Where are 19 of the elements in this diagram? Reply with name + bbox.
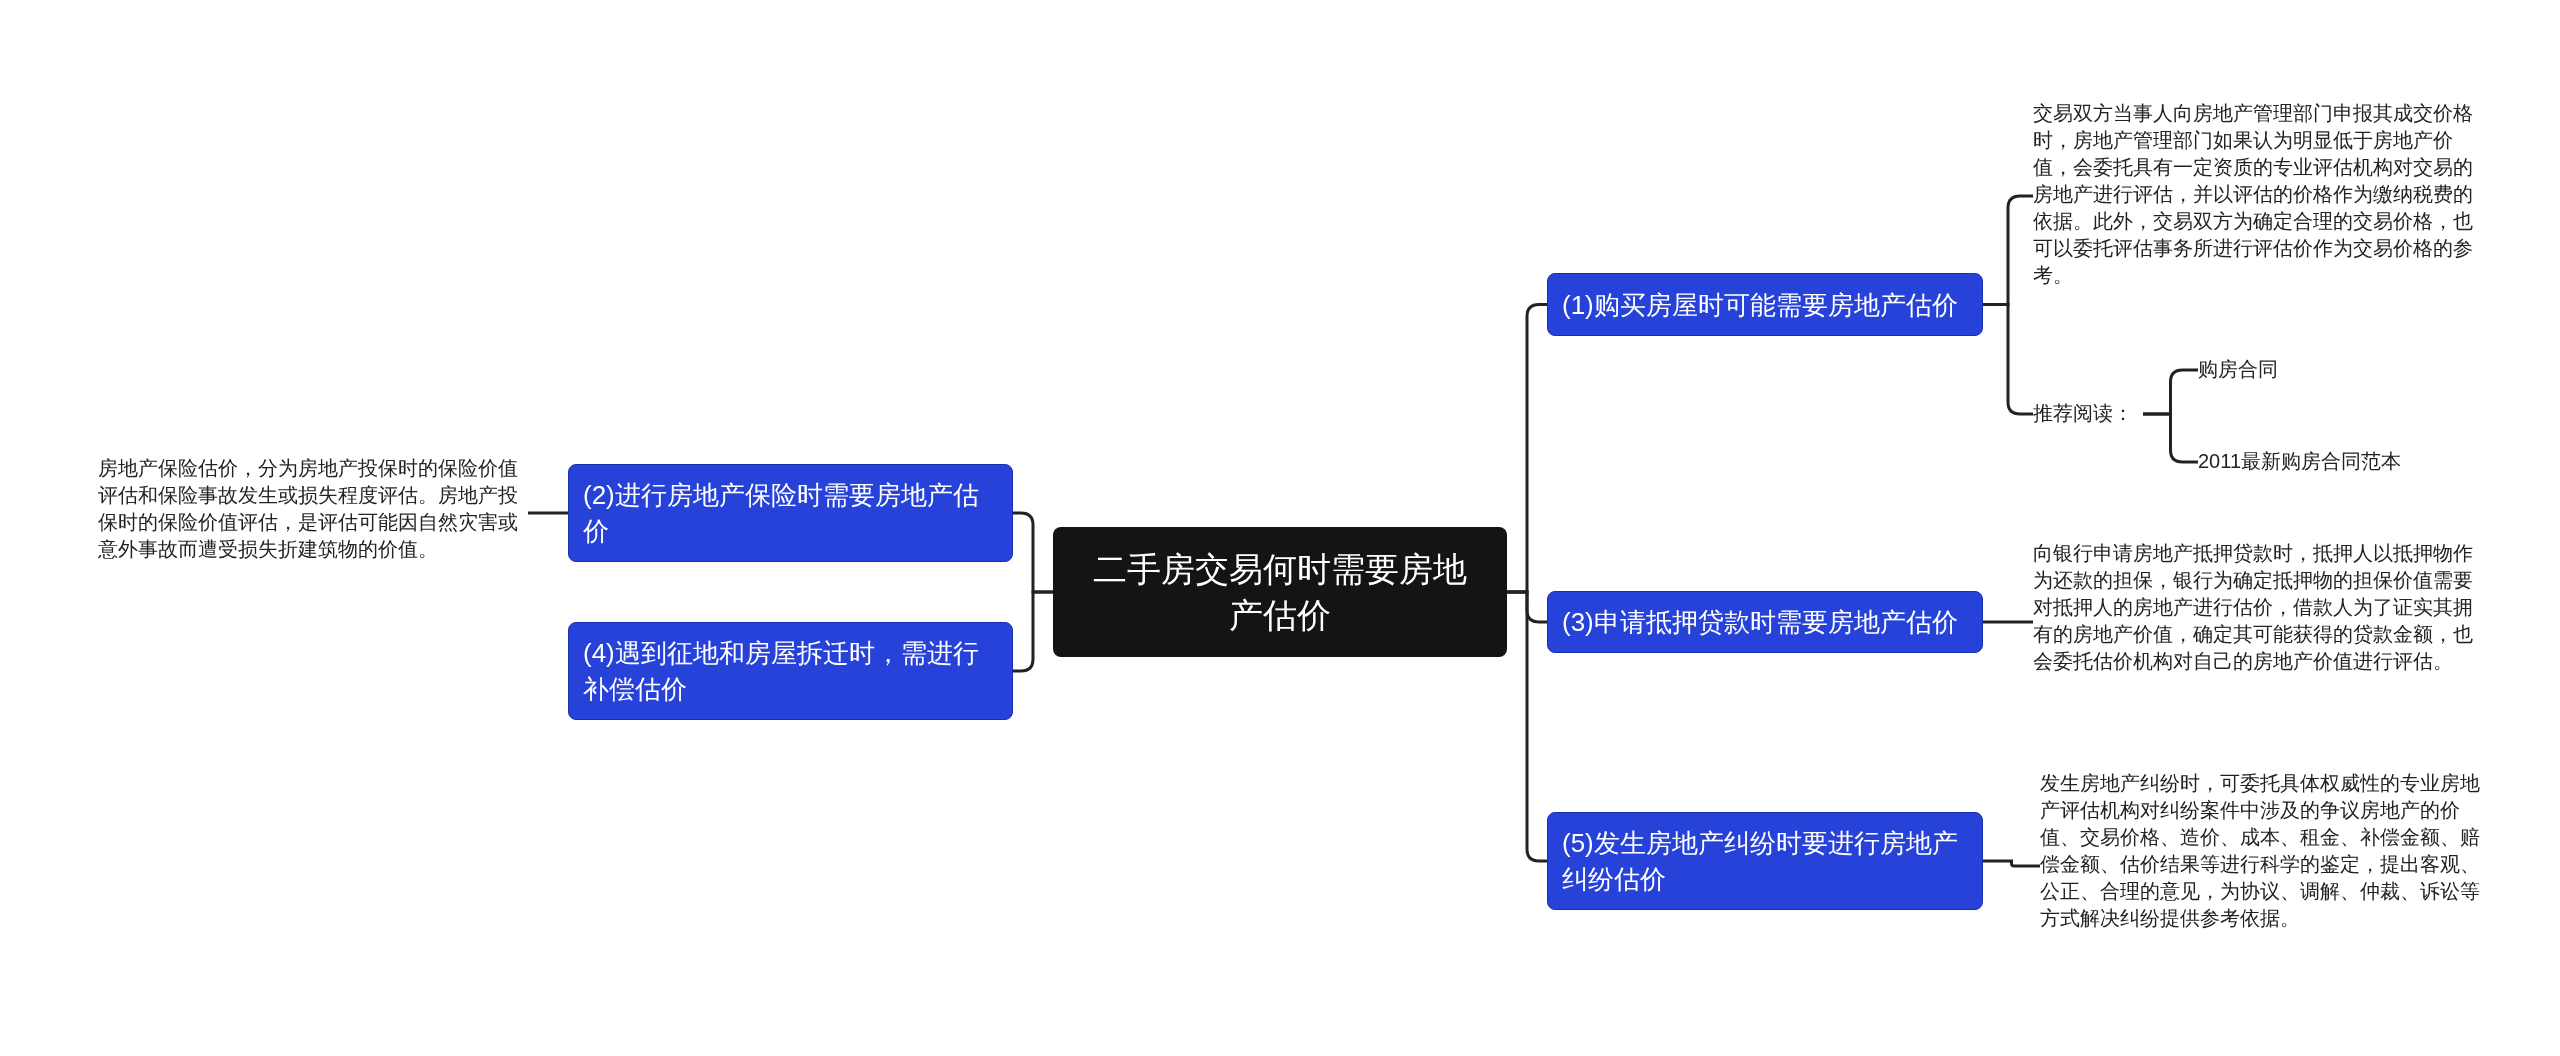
- related-reading-label: 推荐阅读：: [2033, 400, 2143, 428]
- topic-box: (2)进行房地产保险时需要房地产估价: [568, 464, 1013, 562]
- topic-box: (1)购买房屋时可能需要房地产估价: [1547, 273, 1983, 336]
- description-text: 向银行申请房地产抵押贷款时，抵押人以抵押物作为还款的担保，银行为确定抵押物的担保价值需要对抵押人的房地产进行估价，借款人为了证实其拥有的房地产价值，确定其可能获得的贷款金额，也会委托估价机构对自己的房地产价值进行评估。: [2033, 540, 2473, 705]
- description-text: 交易双方当事人向房地产管理部门申报其成交价格时，房地产管理部门如果认为明显低于房地产价值，会委托具有一定资质的专业评估机构对交易的房地产进行评估，并以评估的价格作为缴纳税费的依据。此外，交易双方为确定合理的交易价格，也可以委托评估事务所进行评估价作为交易价格的参考。: [2033, 100, 2473, 292]
- central-topic-box: 二手房交易何时需要房地产估价: [1053, 527, 1507, 657]
- related-link-text: 2011最新购房合同范本: [2198, 448, 2448, 476]
- connector-line: [1013, 590, 1053, 673]
- connector-line: [1983, 620, 2033, 624]
- description-text: 发生房地产纠纷时，可委托具体权威性的专业房地产评估机构对纠纷案件中涉及的争议房地产的价值、交易价格、造价、成本、租金、补偿金额、赔偿金额、估价结果等进行科学的鉴定，提出客观、公正、合理的意见，为协议、调解、仲裁、诉讼等方式解决纠纷提供参考依据。: [2040, 770, 2480, 962]
- connector-line: [1507, 590, 1547, 863]
- topic-box: (5)发生房地产纠纷时要进行房地产纠纷估价: [1547, 812, 1983, 910]
- related-link-text: 购房合同: [2198, 356, 2318, 384]
- connector-line: [528, 511, 568, 515]
- connector-line: [2143, 412, 2198, 464]
- topic-box: (3)申请抵押贷款时需要房地产估价: [1547, 591, 1983, 653]
- topic-box: (4)遇到征地和房屋拆迁时，需进行补偿估价: [568, 622, 1013, 720]
- connector-line: [1983, 859, 2040, 868]
- description-text: 房地产保险估价，分为房地产投保时的保险价值评估和保险事故发生或损失程度评估。房地产投保时的保险价值评估，是评估可能因自然灾害或意外事故而遭受损失折建筑物的价值。: [98, 455, 528, 567]
